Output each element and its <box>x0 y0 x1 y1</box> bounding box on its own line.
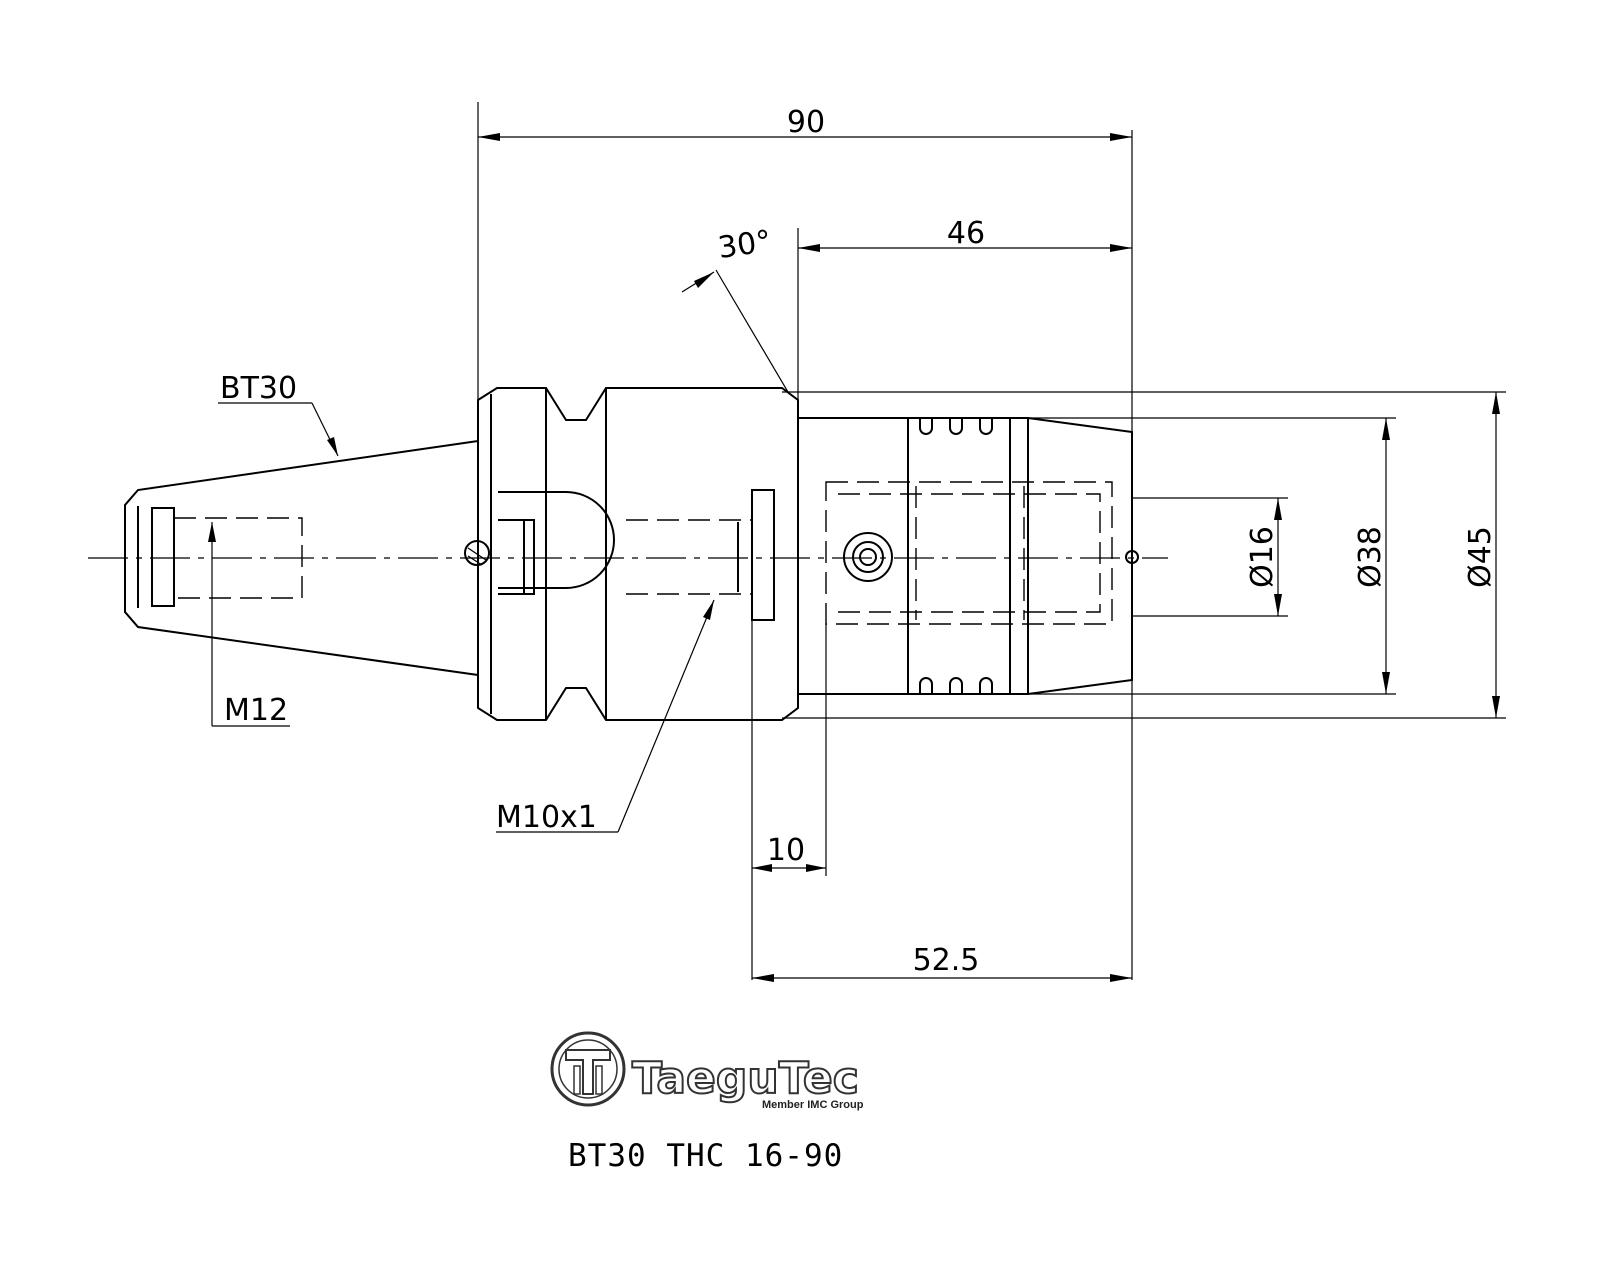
dim-flange-diameter-label: Ø45 <box>1463 526 1498 588</box>
dim-overall-length-label: 90 <box>787 105 825 140</box>
logo-tagline: Member IMC Group <box>762 1099 864 1111</box>
logo-brand: TaeguTec <box>632 1053 859 1104</box>
dim-nose-diameter <box>1028 417 1396 695</box>
dim-bore-diameter-label: Ø16 <box>1245 526 1280 588</box>
dim-offset <box>751 620 827 980</box>
label-stop-screw: M10x1 <box>496 800 597 835</box>
part-number: BT30 THC 16-90 <box>568 1138 843 1174</box>
dim-flange-diameter <box>782 391 1506 719</box>
dim-angle <box>681 269 789 393</box>
label-taper: BT30 <box>220 371 297 406</box>
leader-taper <box>218 402 339 457</box>
dim-offset-label: 10 <box>767 833 805 868</box>
dim-angle-label: 30° <box>716 224 774 266</box>
taegutec-logo <box>550 1031 626 1107</box>
dim-gauge-length <box>752 974 1132 982</box>
dim-overall-length <box>477 102 1133 980</box>
leader-retention-thread <box>208 522 290 727</box>
nose-body <box>798 416 1139 696</box>
dim-gauge-length-label: 52.5 <box>913 943 980 978</box>
flange <box>464 387 799 721</box>
leader-stop-screw <box>496 599 715 833</box>
dim-nose-diameter-label: Ø38 <box>1353 526 1388 588</box>
dim-body-length <box>797 228 1132 400</box>
dim-body-length-label: 46 <box>947 216 985 251</box>
dim-bore-diameter <box>1132 497 1288 617</box>
label-retention-thread: M12 <box>224 693 288 728</box>
